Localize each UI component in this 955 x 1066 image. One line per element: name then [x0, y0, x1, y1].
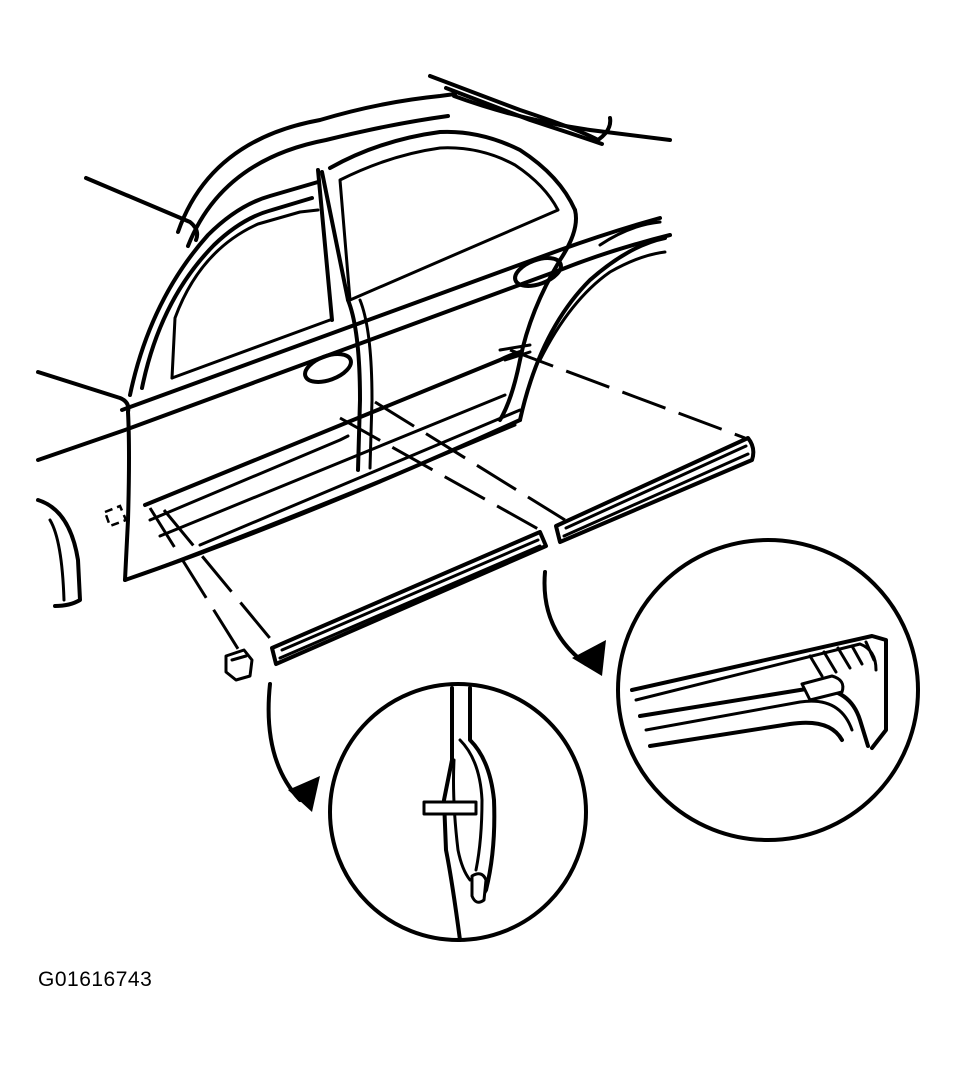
vehicle-body — [36, 74, 672, 608]
detail-arrow-left — [266, 682, 320, 812]
rear-rocker-molding — [554, 436, 756, 544]
detail-view-clip — [328, 682, 588, 942]
detail-view-end-cap — [616, 538, 920, 842]
front-clip — [224, 648, 254, 682]
figure-id-label: G01616743 — [38, 968, 153, 991]
alignment-lines — [148, 348, 746, 653]
detail-arrow-right — [542, 570, 606, 676]
front-rocker-molding — [270, 530, 548, 666]
